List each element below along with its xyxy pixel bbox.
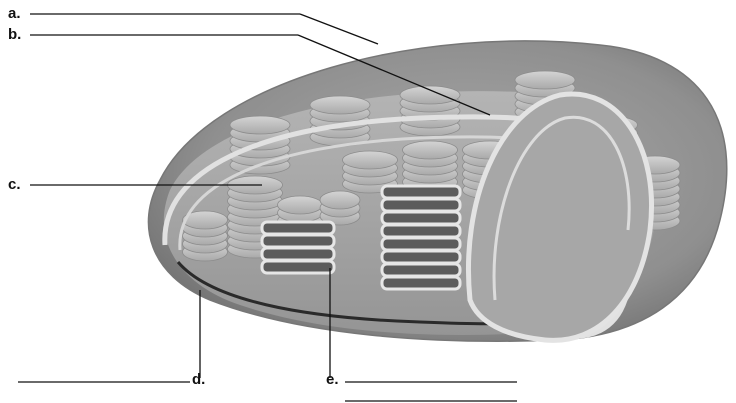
thylakoid-cross-section	[262, 261, 334, 273]
thylakoid-disc	[400, 86, 460, 104]
label-b: b.	[8, 27, 21, 42]
granum-stack	[403, 141, 458, 191]
granum-stack	[183, 211, 228, 261]
label-d: d.	[192, 372, 205, 387]
thylakoid-disc	[515, 71, 575, 89]
thylakoid-cross-section	[262, 248, 334, 260]
label-c: c.	[8, 177, 21, 192]
thylakoid-disc	[310, 96, 370, 114]
thylakoid-cross-section	[382, 186, 460, 198]
thylakoid-disc	[343, 151, 398, 169]
granum-stack	[320, 191, 360, 225]
sectioned-granum	[382, 186, 460, 289]
leader-line-a-pointer	[300, 14, 378, 44]
thylakoid-cross-section	[382, 212, 460, 224]
label-a: a.	[8, 6, 21, 21]
thylakoid-cross-section	[382, 264, 460, 276]
thylakoid-cross-section	[262, 222, 334, 234]
thylakoid-cross-section	[382, 251, 460, 263]
sectioned-granum	[262, 222, 334, 273]
granum-stack	[400, 86, 460, 136]
thylakoid-disc	[278, 196, 323, 214]
thylakoid-disc	[230, 116, 290, 134]
thylakoid-disc	[320, 191, 360, 209]
thylakoid-cross-section	[262, 235, 334, 247]
thylakoid-cross-section	[382, 238, 460, 250]
label-e: e.	[326, 372, 339, 387]
thylakoid-cross-section	[382, 277, 460, 289]
thylakoid-cross-section	[382, 199, 460, 211]
thylakoid-disc	[403, 141, 458, 159]
thylakoid-cross-section	[382, 225, 460, 237]
